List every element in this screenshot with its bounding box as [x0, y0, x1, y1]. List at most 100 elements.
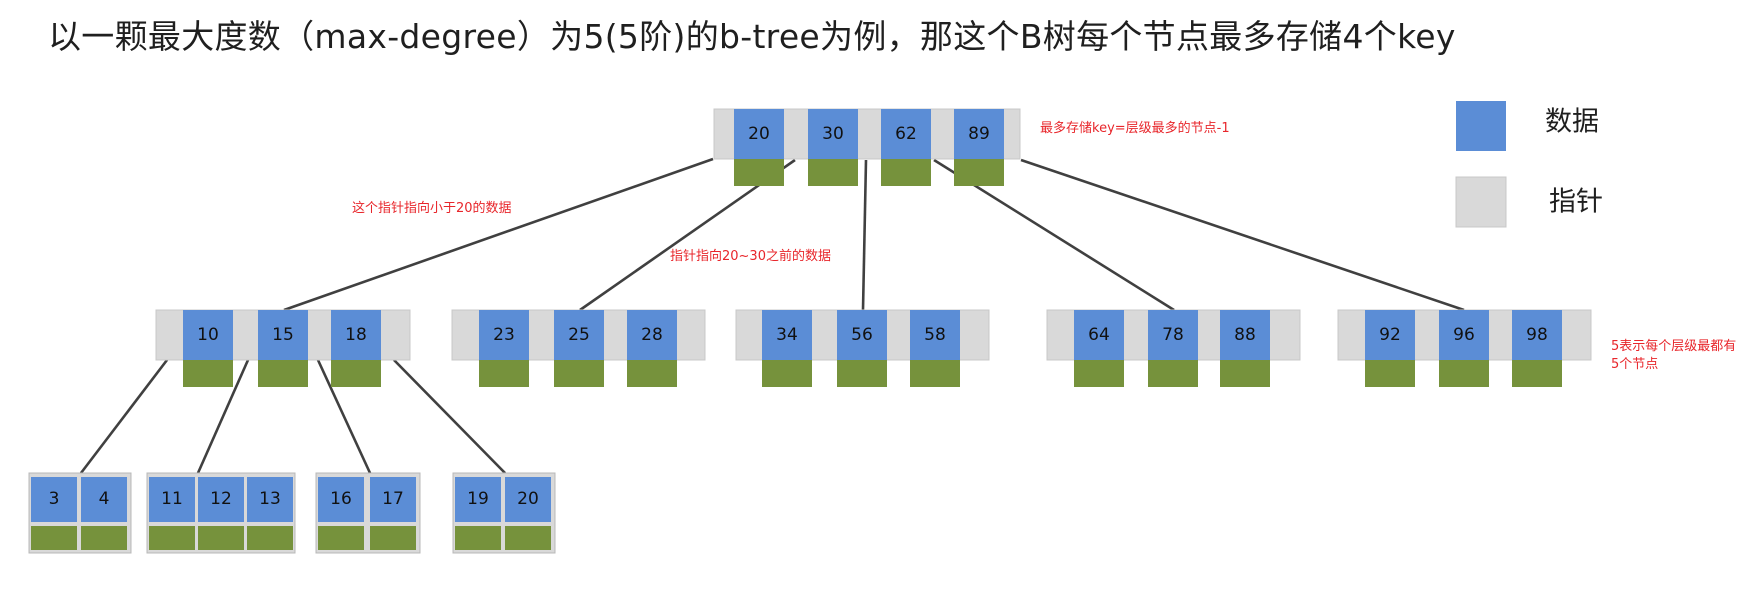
data-cell [258, 360, 308, 387]
key-cell [762, 310, 812, 360]
key-cell [1439, 310, 1489, 360]
key-cell [247, 477, 293, 522]
legend: 数据 指针 [1455, 101, 1603, 228]
level2-node: 92 96 98 [1337, 309, 1592, 387]
data-cell [881, 159, 931, 186]
data-cell [479, 360, 529, 387]
data-cell [1512, 360, 1562, 387]
key-label: 88 [1234, 325, 1256, 345]
key-cell [808, 109, 858, 159]
key-cell [318, 477, 364, 522]
key-cell [954, 109, 1004, 159]
key-label: 78 [1162, 325, 1184, 345]
data-cell [318, 526, 364, 550]
key-cell [505, 477, 551, 522]
key-label: 64 [1088, 325, 1110, 345]
key-label: 89 [968, 124, 990, 144]
pointer-edge [79, 359, 169, 474]
key-label: 12 [210, 489, 232, 509]
key-cell [1512, 310, 1562, 360]
pointer-edge [861, 159, 868, 311]
pointer-edge [393, 359, 506, 474]
level2-node: 64 78 88 [1046, 309, 1301, 387]
key-label: 25 [568, 325, 590, 345]
annotation-level-nodes-line2: 5个节点 [1611, 357, 1658, 372]
legend-pointer-swatch [1455, 176, 1507, 228]
data-cell [762, 360, 812, 387]
key-label: 10 [197, 325, 219, 345]
key-label: 11 [161, 489, 183, 509]
annotation-level-nodes-line1: 5表示每个层级最都有 [1611, 338, 1736, 354]
key-cell [370, 477, 416, 522]
data-cell [370, 526, 416, 550]
key-label: 62 [895, 124, 917, 144]
data-cell [1365, 360, 1415, 387]
data-cell [954, 159, 1004, 186]
key-label: 19 [467, 489, 489, 509]
key-label: 34 [776, 325, 798, 345]
key-cell [554, 310, 604, 360]
data-cell [331, 360, 381, 387]
key-cell [81, 477, 127, 522]
data-cell [554, 360, 604, 387]
annotation-pointer-20-30: 指针指向20~30之前的数据 [670, 248, 831, 264]
key-cell [1148, 310, 1198, 360]
key-label: 96 [1453, 325, 1475, 345]
key-cell [455, 477, 501, 522]
pointer-edge [196, 359, 250, 474]
key-label: 3 [49, 489, 60, 509]
key-label: 20 [517, 489, 539, 509]
data-cell [198, 526, 244, 550]
key-cell [31, 477, 77, 522]
key-cell [183, 310, 233, 360]
data-cell [247, 526, 293, 550]
key-cell [837, 310, 887, 360]
key-label: 4 [99, 489, 110, 509]
data-cell [808, 159, 858, 186]
data-cell [734, 159, 784, 186]
annotation-pointer-lt20: 这个指针指向小于20的数据 [352, 200, 512, 216]
key-cell [1365, 310, 1415, 360]
data-cell [837, 360, 887, 387]
pointer-edge [316, 359, 372, 474]
page-title: 以一颗最大度数（max-degree）为5(5阶)的b-tree为例，那这个B树… [48, 17, 1456, 56]
data-cell [81, 526, 127, 550]
key-label: 16 [330, 489, 352, 509]
data-cell [149, 526, 195, 550]
data-cell [183, 360, 233, 387]
key-label: 13 [259, 489, 281, 509]
key-label: 98 [1526, 325, 1548, 345]
legend-data-label: 数据 [1545, 107, 1599, 138]
data-cell [31, 526, 77, 550]
key-label: 18 [345, 325, 367, 345]
data-cell [505, 526, 551, 550]
data-cell [1439, 360, 1489, 387]
key-label: 20 [748, 124, 770, 144]
data-cell [910, 360, 960, 387]
key-cell [910, 310, 960, 360]
key-cell [331, 310, 381, 360]
key-label: 92 [1379, 325, 1401, 345]
key-cell [198, 477, 244, 522]
legend-pointer-label: 指针 [1549, 187, 1603, 218]
key-cell [1220, 310, 1270, 360]
annotation-max-keys: 最多存储key=层级最多的节点-1 [1040, 120, 1230, 136]
key-label: 23 [493, 325, 515, 345]
key-cell [258, 310, 308, 360]
key-label: 56 [851, 325, 873, 345]
key-cell [627, 310, 677, 360]
key-cell [149, 477, 195, 522]
data-cell [1148, 360, 1198, 387]
key-label: 17 [382, 489, 404, 509]
data-cell [627, 360, 677, 387]
data-cell [1074, 360, 1124, 387]
